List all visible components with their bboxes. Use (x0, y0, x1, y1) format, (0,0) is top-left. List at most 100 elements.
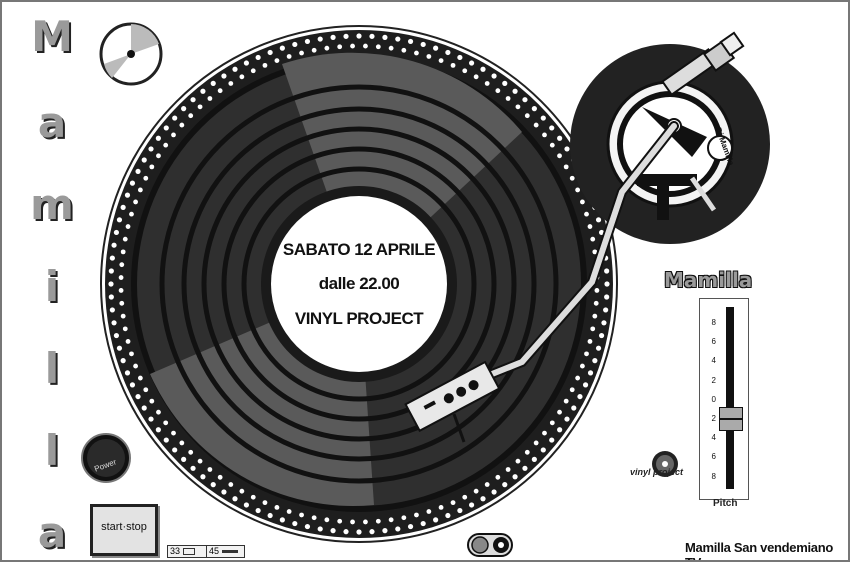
bottom-toggle[interactable] (467, 533, 513, 557)
strobe-dot (274, 505, 280, 510)
pitch-fader[interactable]: 8 6 4 2 0 2 4 6 8 (699, 298, 749, 500)
strobe-dot (330, 34, 336, 40)
title-letter-l2: l (44, 426, 60, 475)
strobe-dot (243, 60, 250, 66)
strobe-dot (279, 45, 285, 51)
rpm-45-button[interactable]: 45 (206, 546, 243, 557)
strobe-dot (190, 465, 196, 471)
strobe-dot (330, 528, 336, 534)
headshell (404, 360, 501, 433)
strobe-dot (587, 339, 593, 344)
strobe-dot (604, 294, 610, 300)
pitch-tick: 8 (711, 318, 716, 327)
title-letter-m: M (31, 12, 73, 61)
strobe-dot (207, 467, 213, 472)
strobe-dot (382, 528, 388, 534)
strobe-dot (542, 430, 547, 436)
strobe-dot (239, 488, 245, 494)
strobe-dot (557, 135, 563, 141)
strobe-dot (122, 326, 128, 332)
strobe-dot (111, 242, 117, 248)
strobe-dot (156, 409, 161, 415)
strobe-dot (414, 50, 419, 56)
strobe-dot (317, 526, 323, 532)
strobe-dot (197, 458, 203, 464)
strobe-dot (286, 509, 292, 514)
strobe-dot (433, 45, 439, 51)
strobe-dot (592, 358, 598, 364)
strobe-dot (549, 125, 555, 131)
pitch-tick: 8 (711, 471, 716, 481)
start-stop-button[interactable]: start·stop (90, 504, 158, 556)
strobe-dot (584, 351, 589, 357)
strobe-dot (148, 146, 154, 152)
strobe-dot (505, 467, 511, 472)
strobe-dot (243, 502, 250, 508)
strobe-dot (141, 157, 147, 163)
strobe-dot (603, 307, 609, 313)
pitch-tick: 2 (711, 375, 716, 385)
strobe-dot (363, 519, 368, 525)
strobe-dot (407, 523, 414, 530)
strobe-dot (179, 122, 185, 128)
pitch-scale: 8 6 4 2 0 2 4 6 8 (702, 313, 716, 486)
rpm-selector[interactable]: 33 45 (167, 545, 245, 558)
strobe-dot (445, 49, 451, 56)
start-stop-label: start·stop (101, 521, 147, 533)
strobe-dot (401, 515, 407, 521)
strobe-dot (304, 38, 311, 45)
strobe-dot (462, 494, 468, 500)
brand-title: Mamilla (664, 268, 753, 292)
strobe-dots (108, 33, 610, 535)
title-letter-a: a (37, 98, 67, 147)
strobe-dot (604, 281, 610, 287)
strobe-dot (468, 60, 475, 66)
strobe-dot (369, 529, 375, 535)
strobe-dot (502, 80, 508, 86)
strobe-dot (156, 153, 161, 159)
strobe-dot (363, 43, 368, 49)
strobe-dot (172, 447, 178, 453)
strobe-dot (564, 146, 570, 152)
pitch-handle[interactable] (719, 407, 743, 431)
strobe-dot (135, 168, 141, 175)
strobe-dot (438, 505, 444, 510)
strobe-dot (163, 142, 169, 148)
strobe-dot (594, 288, 600, 293)
strobe-dot (457, 507, 463, 514)
strobe-dot (120, 358, 126, 364)
strobe-dot (531, 106, 537, 112)
strobe-dot (279, 517, 285, 523)
strobe-dot (590, 326, 596, 332)
pitch-tick: 4 (711, 356, 716, 366)
strobe-dot (137, 187, 143, 193)
strobe-dot (468, 502, 475, 508)
strobe-dot (181, 456, 187, 462)
strobe-dot (125, 224, 131, 229)
strobe-dot (120, 204, 126, 210)
strobe-dot (133, 199, 138, 205)
strobe-dot (155, 135, 161, 141)
title-letter-a2: a (37, 508, 67, 557)
strobe-dot (217, 88, 223, 94)
strobe-dot (286, 54, 292, 59)
strobe-dot (595, 217, 602, 223)
power-knob[interactable] (81, 433, 131, 483)
title-letter-m2: m (30, 180, 74, 229)
strobe-dot (388, 517, 394, 523)
strobe-dot (292, 41, 298, 48)
rpm-33-button[interactable]: 33 (170, 546, 200, 557)
strobe-dot (557, 427, 563, 433)
strobe-dot (111, 320, 117, 326)
strobe-dot (512, 88, 518, 94)
strobe-dot (426, 54, 432, 59)
strobe-dot (337, 518, 343, 524)
strobe-dot (407, 38, 414, 45)
strobe-dot (557, 153, 562, 159)
tonearm (404, 121, 679, 443)
strobe-dot (540, 447, 546, 453)
strobe-dot (569, 387, 575, 393)
strobe-dot (515, 458, 521, 464)
strobe-dot (200, 474, 206, 480)
strobe-dot (457, 54, 463, 61)
